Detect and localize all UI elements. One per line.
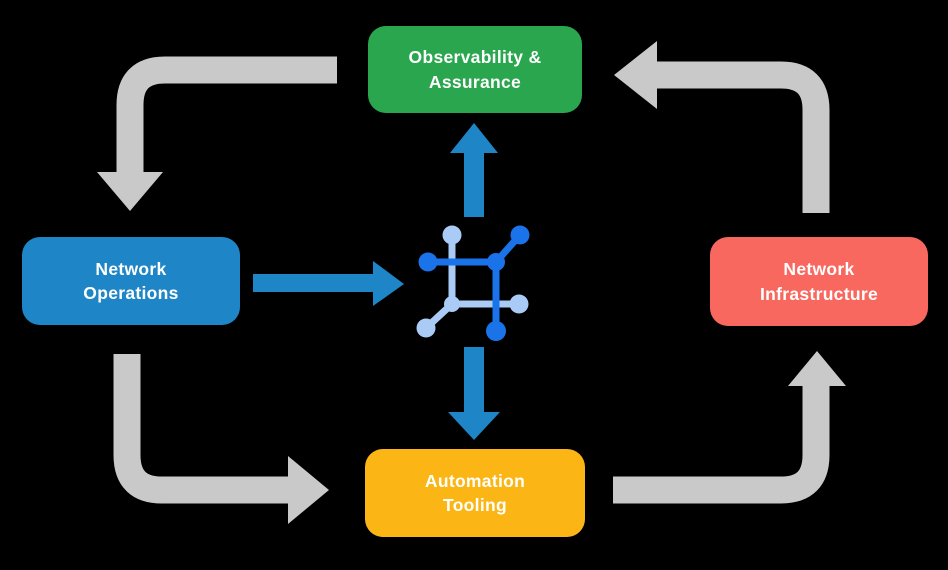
- arrow-center-to-observability: [450, 123, 498, 217]
- mesh-network-icon-dark-part: [418, 225, 530, 341]
- node-observability-assurance: Observability & Assurance: [368, 26, 582, 113]
- node-network-operations: Network Operations: [22, 237, 240, 325]
- arrow-operations-to-automation: [113, 354, 329, 524]
- arrow-infrastructure-to-observability: [614, 41, 830, 213]
- arrow-center-to-automation: [448, 347, 500, 440]
- mesh-network-icon-light-part: [416, 225, 529, 338]
- node-automation-tooling: Automation Tooling: [365, 449, 585, 537]
- mesh-network-icon: [416, 225, 530, 341]
- arrow-observability-to-operations: [97, 56, 337, 211]
- node-network-infrastructure: Network Infrastructure: [710, 237, 928, 326]
- arrow-automation-to-infrastructure: [613, 351, 846, 504]
- arrow-operations-to-center: [253, 261, 404, 306]
